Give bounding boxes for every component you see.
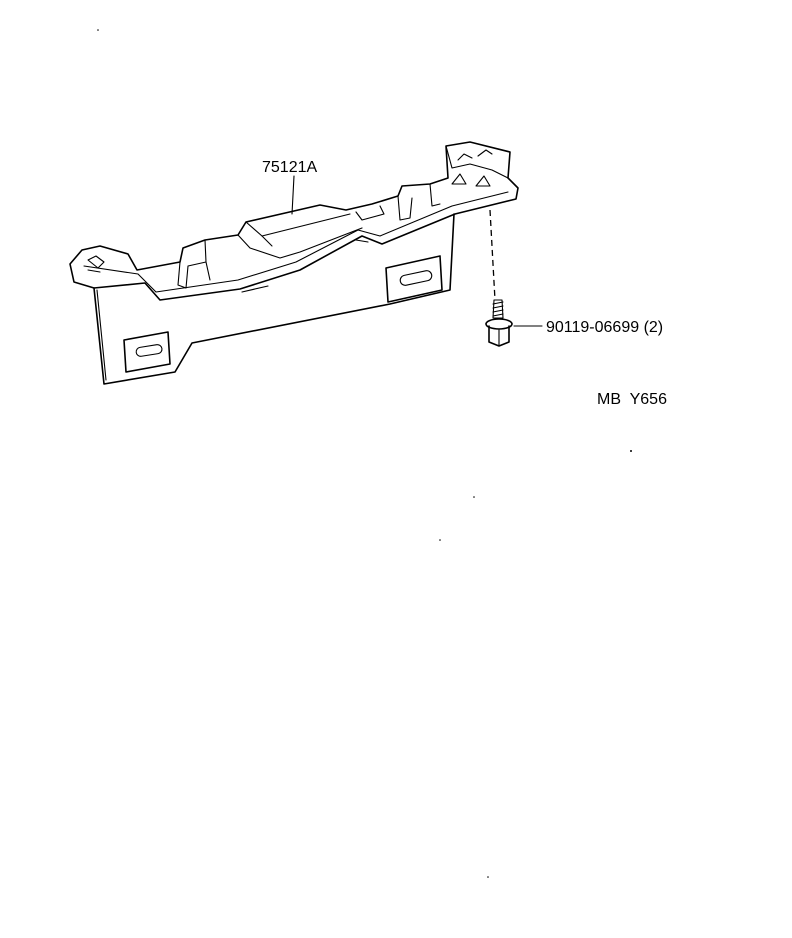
bracket-leader — [291, 175, 295, 215]
bracket-icon — [69, 141, 519, 385]
figure-code: MB Y656 — [597, 391, 667, 408]
bracket-part-number: 75121A — [262, 159, 317, 176]
scan-specks — [97, 29, 632, 878]
screw-icon — [485, 209, 513, 347]
screw-part-number: 90119-06699 (2) — [546, 319, 663, 336]
